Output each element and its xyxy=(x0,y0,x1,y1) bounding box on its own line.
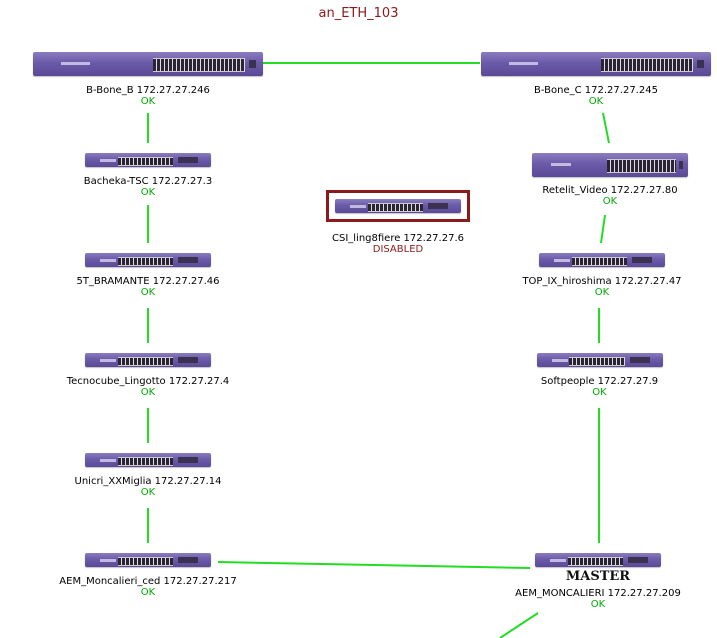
switch-icon xyxy=(481,52,711,76)
switch-icon xyxy=(536,353,663,367)
node-label: AEM_Moncalieri_ced 172.27.27.217 xyxy=(59,576,237,587)
link-retelit-topix xyxy=(600,214,606,244)
status-badge: OK xyxy=(140,587,156,598)
node-5t-bramante[interactable]: 5T_BRAMANTE 172.27.27.46 OK xyxy=(48,253,248,298)
node-label: CSI_ling8fiere 172.27.27.6 xyxy=(332,233,464,244)
status-badge: DISABLED xyxy=(372,244,424,255)
node-label: B-Bone_C 172.27.27.245 xyxy=(534,85,658,96)
status-badge: OK xyxy=(602,196,618,207)
switch-icon xyxy=(335,199,461,213)
status-badge: OK xyxy=(140,387,156,398)
status-badge: OK xyxy=(590,599,606,610)
status-badge: OK xyxy=(592,387,607,398)
switch-icon xyxy=(85,453,211,467)
node-label: Softpeople 172.27.27.9 xyxy=(540,376,659,387)
switch-icon xyxy=(85,353,211,367)
switch-icon xyxy=(532,153,688,177)
switch-icon xyxy=(33,52,263,76)
master-role-label: MASTER xyxy=(565,569,631,584)
status-badge: OK xyxy=(140,187,156,198)
status-badge: OK xyxy=(140,487,156,498)
node-tecnocube-lingotto[interactable]: Tecnocube_Lingotto 172.27.27.4 OK xyxy=(48,353,248,398)
node-retelit-video[interactable]: Retelit_Video 172.27.27.80 OK xyxy=(505,153,715,207)
node-bbone-c[interactable]: B-Bone_C 172.27.27.245 OK xyxy=(466,52,717,107)
link-aem_ced-aem_master xyxy=(217,561,531,569)
status-badge: OK xyxy=(140,287,156,298)
node-unicri-xxmiglia[interactable]: Unicri_XXMiglia 172.27.27.14 OK xyxy=(48,453,248,498)
link-aem_master-offscreen xyxy=(499,612,539,638)
switch-icon xyxy=(535,553,661,567)
switch-icon xyxy=(85,253,211,267)
node-label: Tecnocube_Lingotto 172.27.27.4 xyxy=(66,376,230,387)
node-bbone-b[interactable]: B-Bone_B 172.27.27.246 OK xyxy=(18,52,278,107)
node-label: Bacheka-TSC 172.27.27.3 xyxy=(83,176,213,187)
switch-icon xyxy=(539,253,665,267)
switch-icon xyxy=(85,153,211,167)
node-label: Unicri_XXMiglia 172.27.27.14 xyxy=(74,476,222,487)
node-label: 5T_BRAMANTE 172.27.27.46 xyxy=(76,276,220,287)
node-aem-moncalieri-ced[interactable]: AEM_Moncalieri_ced 172.27.27.217 OK xyxy=(38,553,258,598)
switch-icon xyxy=(85,553,211,567)
map-title: an_ETH_103 xyxy=(318,6,399,21)
node-csi-ling8fiere[interactable]: CSI_ling8fiere 172.27.27.6 DISABLED xyxy=(298,190,498,255)
node-label: Retelit_Video 172.27.27.80 xyxy=(542,185,678,196)
node-bacheka-tsc[interactable]: Bacheka-TSC 172.27.27.3 OK xyxy=(48,153,248,198)
status-badge: OK xyxy=(588,96,604,107)
node-label: TOP_IX_hiroshima 172.27.27.47 xyxy=(522,276,682,287)
status-badge: OK xyxy=(594,287,610,298)
disabled-highlight xyxy=(326,190,470,222)
node-label: AEM_MONCALIERI 172.27.27.209 xyxy=(515,588,681,599)
node-softpeople[interactable]: Softpeople 172.27.27.9 OK xyxy=(497,353,702,398)
link-bbone_c-retelit xyxy=(602,112,610,144)
status-badge: OK xyxy=(140,96,156,107)
node-label: B-Bone_B 172.27.27.246 xyxy=(86,85,210,96)
node-aem-moncalieri-master[interactable]: MASTER AEM_MONCALIERI 172.27.27.209 OK xyxy=(487,553,709,610)
node-top-ix-hiroshima[interactable]: TOP_IX_hiroshima 172.27.27.47 OK xyxy=(497,253,707,298)
